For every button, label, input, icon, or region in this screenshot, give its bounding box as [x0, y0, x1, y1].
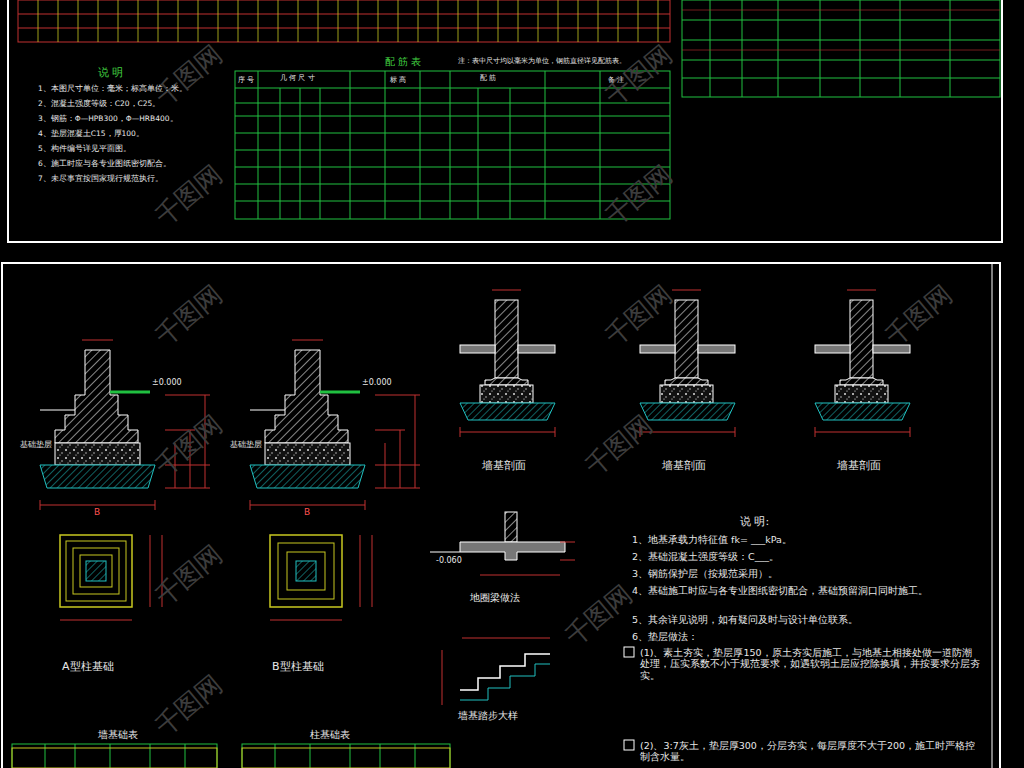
- elevation-label: ±0.000: [362, 378, 392, 388]
- table-note: 注：表中尺寸均以毫米为单位，钢筋直径详见配筋表。: [458, 57, 626, 65]
- notes-heading: 说 明:: [740, 515, 769, 528]
- note-line: 6、垫层做法：: [632, 631, 698, 642]
- watermark: 千图网: [149, 539, 229, 613]
- table-header: 备 注: [608, 76, 624, 84]
- notes-heading: 说 明: [98, 66, 124, 79]
- figure-title: 地圈梁做法: [470, 592, 520, 604]
- callout-label: 基础垫层: [20, 440, 52, 450]
- watermark: 千图网: [149, 39, 229, 113]
- watermark: 千图网: [879, 279, 959, 353]
- dimension-label: B: [94, 507, 100, 518]
- table-header: 标 高: [390, 76, 406, 84]
- table-header: 配 筋: [480, 74, 496, 82]
- note-line: 4、基础施工时应与各专业图纸密切配合，基础预留洞口同时施工。: [632, 585, 982, 596]
- table-title: 墙基础表: [98, 729, 138, 741]
- watermark: 千图网: [599, 279, 679, 353]
- note-line: 1、本图尺寸单位：毫米；标高单位：米。: [38, 84, 187, 93]
- figure-title: 墙基剖面: [482, 459, 526, 472]
- elevation-label: ±0.000: [152, 378, 182, 388]
- figure-title: 墙基剖面: [837, 459, 881, 472]
- note-line: 1、地基承载力特征值 fk= ___kPa。: [632, 534, 792, 545]
- table-title: 柱基础表: [310, 729, 350, 741]
- watermark: 千图网: [599, 159, 679, 233]
- watermark: 千图网: [149, 669, 229, 743]
- figure-title: 墙基踏步大样: [458, 710, 518, 722]
- note-paragraph: (1)、素土夯实，垫层厚150，原土夯实后施工，与地基土相接处做一道防潮处理，压…: [640, 647, 980, 681]
- note-line: 3、钢筋保护层（按规范采用）。: [632, 568, 778, 579]
- note-line: 5、其余详见说明，如有疑问及时与设计单位联系。: [632, 614, 982, 625]
- watermark: 千图网: [149, 409, 229, 483]
- note-line: 3、钢筋：Φ—HPB300，Φ—HRB400。: [38, 114, 178, 123]
- table-header: 几 何 尺 寸: [280, 74, 315, 82]
- table-title: 配 筋 表: [385, 56, 421, 68]
- note-paragraph: (2)、3:7灰土，垫层厚300，分层夯实，每层厚度不大于200，施工时严格控制…: [640, 740, 980, 763]
- elevation-label: -0.060: [436, 556, 462, 566]
- dimension-label: B: [304, 507, 310, 518]
- figure-title: A型柱基础: [62, 660, 114, 673]
- figure-title: 墙基剖面: [662, 459, 706, 472]
- note-line: 2、基础混凝土强度等级：C___。: [632, 551, 779, 562]
- watermark: 千图网: [599, 39, 679, 113]
- figure-title: B型柱基础: [272, 660, 324, 673]
- note-line: 7、未尽事宜按国家现行规范执行。: [38, 174, 163, 183]
- note-line: 4、垫层混凝土C15，厚100。: [38, 129, 144, 138]
- note-line: 6、施工时应与各专业图纸密切配合。: [38, 159, 171, 168]
- watermark: 千图网: [579, 409, 659, 483]
- table-header: 序 号: [238, 76, 254, 84]
- note-line: 2、混凝土强度等级：C20，C25。: [38, 99, 160, 108]
- watermark: 千图网: [559, 579, 639, 653]
- callout-label: 基础垫层: [230, 440, 262, 450]
- watermark: 千图网: [149, 159, 229, 233]
- note-line: 5、构件编号详见平面图。: [38, 144, 131, 153]
- watermark: 千图网: [149, 279, 229, 353]
